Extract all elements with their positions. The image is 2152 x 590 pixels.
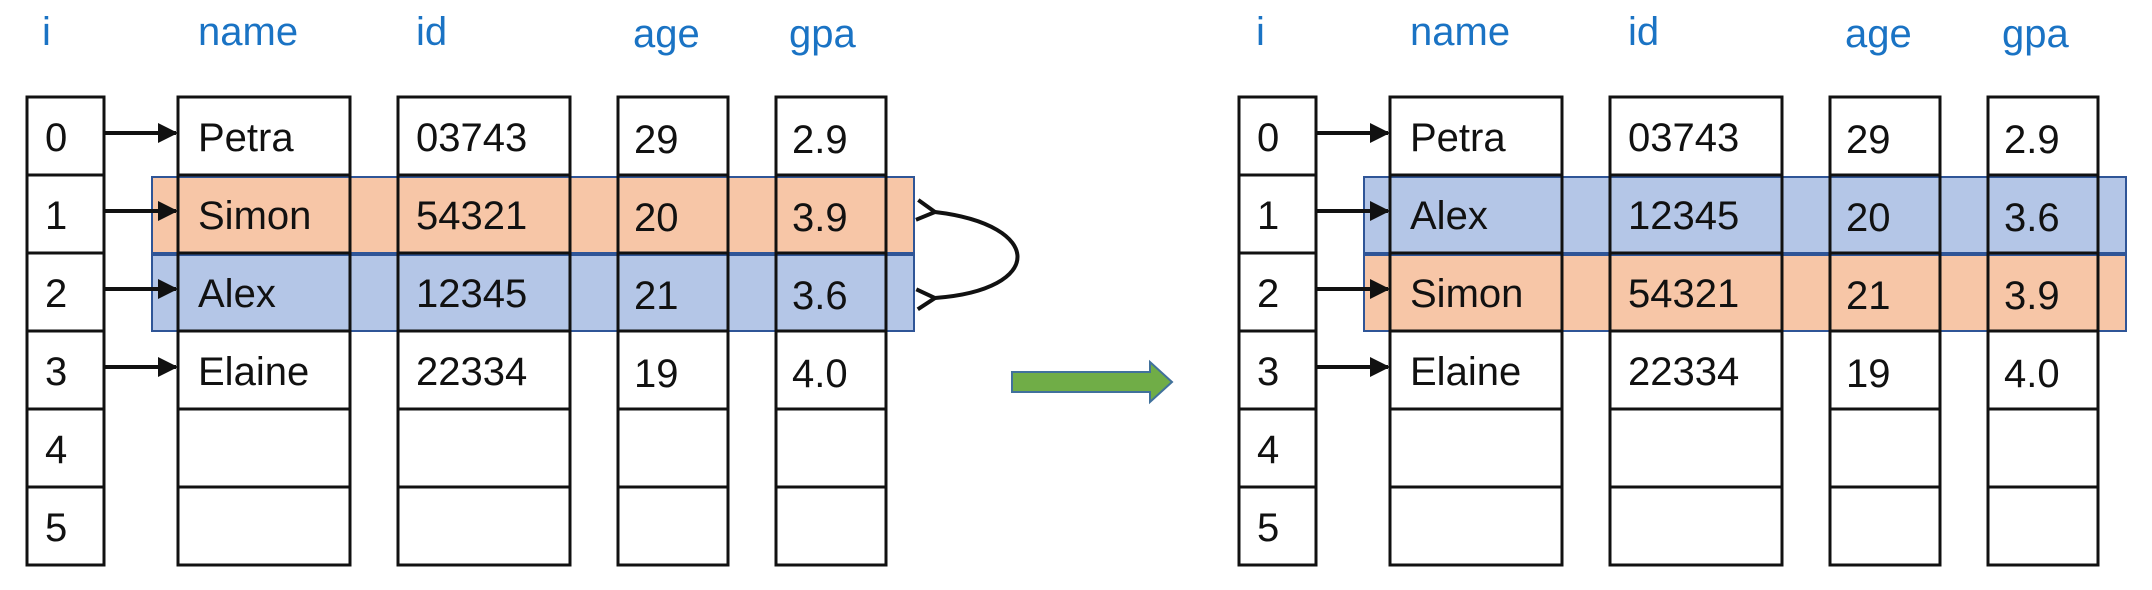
before-gpa-cell bbox=[774, 407, 888, 489]
before-i-cell bbox=[25, 485, 106, 567]
header-i: i bbox=[42, 10, 51, 54]
after-age-value: 29 bbox=[1846, 118, 1891, 162]
transition-arrow bbox=[1011, 359, 1174, 405]
swap-arrow bbox=[935, 212, 1020, 298]
after-index-label: 1 bbox=[1257, 194, 1279, 238]
after-gpa-value: 4.0 bbox=[2004, 352, 2060, 396]
before-name-value: Alex bbox=[198, 272, 276, 316]
after-gpa-cell bbox=[1986, 407, 2100, 489]
before-name-cell bbox=[176, 407, 352, 489]
after-age-value: 21 bbox=[1846, 274, 1891, 318]
before-index-label: 4 bbox=[45, 428, 67, 472]
after-highlight-row-1 bbox=[1363, 176, 2127, 254]
before-name-value: Petra bbox=[198, 116, 294, 160]
before-gpa-value: 3.9 bbox=[792, 196, 848, 240]
before-highlight-row-2 bbox=[151, 254, 915, 332]
before-highlight-row-1 bbox=[151, 176, 915, 254]
before-age-cell bbox=[616, 407, 730, 489]
before-gpa-value: 2.9 bbox=[792, 118, 848, 162]
before-age-value: 21 bbox=[634, 274, 679, 318]
before-id-value: 12345 bbox=[416, 272, 527, 316]
after-name-value: Simon bbox=[1410, 272, 1523, 316]
after-index-label: 0 bbox=[1257, 116, 1279, 160]
before-index-label: 5 bbox=[45, 506, 67, 550]
header-name: name bbox=[1410, 10, 1510, 54]
after-id-value: 54321 bbox=[1628, 272, 1739, 316]
before-gpa-cell bbox=[774, 485, 888, 567]
after-age-cell bbox=[1828, 485, 1942, 567]
before-index-label: 3 bbox=[45, 350, 67, 394]
before-id-cell bbox=[396, 485, 572, 567]
header-i: i bbox=[1256, 10, 1265, 54]
before-id-value: 03743 bbox=[416, 116, 527, 160]
header-gpa: gpa bbox=[2002, 12, 2069, 56]
before-age-value: 29 bbox=[634, 118, 679, 162]
before-id-cell bbox=[396, 407, 572, 489]
after-i-cell bbox=[1237, 485, 1318, 567]
after-id-value: 12345 bbox=[1628, 194, 1739, 238]
after-id-cell bbox=[1608, 407, 1784, 489]
after-index-label: 5 bbox=[1257, 506, 1279, 550]
after-name-cell bbox=[1388, 407, 1564, 489]
after-id-cell bbox=[1608, 485, 1784, 567]
before-gpa-value: 3.6 bbox=[792, 274, 848, 318]
before-name-value: Simon bbox=[198, 194, 311, 238]
before-index-label: 0 bbox=[45, 116, 67, 160]
after-name-value: Elaine bbox=[1410, 350, 1521, 394]
header-age: age bbox=[633, 12, 700, 56]
after-name-value: Alex bbox=[1410, 194, 1488, 238]
after-age-value: 19 bbox=[1846, 352, 1891, 396]
header-name: name bbox=[198, 10, 298, 54]
after-id-value: 03743 bbox=[1628, 116, 1739, 160]
after-index-label: 3 bbox=[1257, 350, 1279, 394]
before-id-value: 54321 bbox=[416, 194, 527, 238]
after-gpa-value: 3.6 bbox=[2004, 196, 2060, 240]
before-index-label: 1 bbox=[45, 194, 67, 238]
after-index-label: 2 bbox=[1257, 272, 1279, 316]
header-id: id bbox=[416, 10, 447, 54]
header-gpa: gpa bbox=[789, 12, 856, 56]
after-age-cell bbox=[1828, 407, 1942, 489]
before-name-cell bbox=[176, 485, 352, 567]
after-gpa-value: 3.9 bbox=[2004, 274, 2060, 318]
before-id-value: 22334 bbox=[416, 350, 527, 394]
after-id-value: 22334 bbox=[1628, 350, 1739, 394]
after-name-cell bbox=[1388, 485, 1564, 567]
after-index-label: 4 bbox=[1257, 428, 1279, 472]
before-index-label: 2 bbox=[45, 272, 67, 316]
after-name-value: Petra bbox=[1410, 116, 1506, 160]
before-age-value: 20 bbox=[634, 196, 679, 240]
header-id: id bbox=[1628, 10, 1659, 54]
before-age-value: 19 bbox=[634, 352, 679, 396]
after-gpa-value: 2.9 bbox=[2004, 118, 2060, 162]
after-age-value: 20 bbox=[1846, 196, 1891, 240]
header-age: age bbox=[1845, 12, 1912, 56]
after-gpa-cell bbox=[1986, 485, 2100, 567]
before-name-value: Elaine bbox=[198, 350, 309, 394]
before-age-cell bbox=[616, 485, 730, 567]
before-gpa-value: 4.0 bbox=[792, 352, 848, 396]
